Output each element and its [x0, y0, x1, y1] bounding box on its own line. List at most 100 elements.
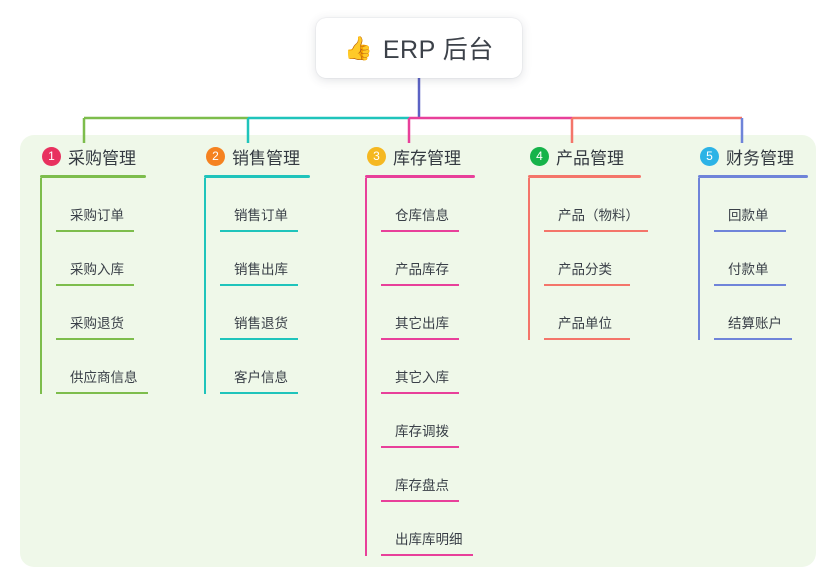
- column-header-财务管理[interactable]: 5 财务管理: [698, 143, 808, 169]
- column-title: 库存管理: [393, 148, 461, 168]
- list-item[interactable]: 产品单位: [544, 286, 641, 340]
- column-采购管理: 1 采购管理采购订单采购入库采购退货供应商信息: [40, 143, 148, 394]
- column-title: 产品管理: [556, 148, 624, 168]
- list-item-label: 采购退货: [70, 316, 124, 331]
- column-items: 销售订单销售出库销售退货客户信息: [204, 178, 310, 394]
- column-header-采购管理[interactable]: 1 采购管理: [40, 143, 146, 169]
- column-badge-icon: 1: [42, 146, 61, 166]
- list-item[interactable]: 付款单: [714, 232, 808, 286]
- column-header-库存管理[interactable]: 3 库存管理: [365, 143, 475, 169]
- list-item[interactable]: 销售出库: [220, 232, 310, 286]
- list-item-underline: [381, 392, 459, 394]
- list-item[interactable]: 库存盘点: [381, 448, 475, 502]
- list-item-underline: [56, 284, 134, 286]
- list-item-underline: [220, 338, 298, 340]
- column-产品管理: 4 产品管理产品（物料） 产品分类产品单位: [528, 143, 648, 340]
- list-item-label: 产品（物料）: [558, 208, 639, 223]
- list-item-underline: [381, 230, 459, 232]
- list-item[interactable]: 其它出库: [381, 286, 475, 340]
- list-item[interactable]: 出库库明细: [381, 502, 475, 556]
- list-item[interactable]: 产品分类: [544, 232, 641, 286]
- list-item[interactable]: 产品库存: [381, 232, 475, 286]
- column-title: 销售管理: [232, 148, 300, 168]
- item-spine: [204, 178, 206, 394]
- column-badge-icon: 5: [700, 146, 719, 166]
- column-财务管理: 5 财务管理回款单付款单结算账户: [698, 143, 808, 340]
- list-item-label: 采购入库: [70, 262, 124, 277]
- list-item-label: 其它入库: [395, 370, 449, 385]
- column-underline: [204, 175, 310, 178]
- list-item[interactable]: 结算账户: [714, 286, 808, 340]
- list-item[interactable]: 销售退货: [220, 286, 310, 340]
- list-item-underline: [56, 230, 134, 232]
- list-item-label: 销售退货: [234, 316, 288, 331]
- list-item-label: 销售出库: [234, 262, 288, 277]
- list-item-label: 产品单位: [558, 316, 612, 331]
- column-header-产品管理[interactable]: 4 产品管理: [528, 143, 641, 169]
- item-spine: [698, 178, 700, 340]
- item-spine: [365, 178, 367, 556]
- list-item[interactable]: 供应商信息: [56, 340, 148, 394]
- list-item-underline: [544, 230, 648, 232]
- list-item-label: 仓库信息: [395, 208, 449, 223]
- list-item-underline: [381, 446, 459, 448]
- list-item[interactable]: 仓库信息: [381, 178, 475, 232]
- list-item-label: 采购订单: [70, 208, 124, 223]
- list-item-label: 回款单: [728, 208, 769, 223]
- column-库存管理: 3 库存管理仓库信息产品库存其它出库其它入库库存调拨库存盘点出库库明细: [365, 143, 475, 556]
- column-badge-icon: 2: [206, 146, 225, 166]
- column-badge-icon: 4: [530, 146, 549, 166]
- list-item[interactable]: 回款单: [714, 178, 808, 232]
- root-node-title: ERP 后台: [382, 36, 494, 64]
- column-underline: [365, 175, 475, 178]
- list-item-underline: [381, 338, 459, 340]
- column-header-销售管理[interactable]: 2 销售管理: [204, 143, 310, 169]
- column-items: 回款单付款单结算账户: [698, 178, 808, 340]
- list-item-underline: [220, 230, 298, 232]
- column-items: 产品（物料） 产品分类产品单位: [528, 178, 648, 340]
- list-item-label: 结算账户: [728, 316, 782, 331]
- column-badge-icon: 3: [367, 146, 386, 166]
- list-item-underline: [544, 284, 630, 286]
- list-item-label: 出库库明细: [395, 532, 463, 547]
- list-item-underline: [714, 338, 792, 340]
- column-items: 采购订单采购入库采购退货供应商信息: [40, 178, 148, 394]
- list-item[interactable]: 产品（物料）: [544, 178, 648, 232]
- list-item[interactable]: 采购入库: [56, 232, 146, 286]
- list-item-label: 库存调拨: [395, 424, 449, 439]
- background-panel: [20, 135, 816, 567]
- column-title: 采购管理: [68, 148, 136, 168]
- list-item-label: 产品分类: [558, 262, 612, 277]
- root-node-erp-backend[interactable]: 👍 ERP 后台: [316, 18, 522, 78]
- column-underline: [40, 175, 146, 178]
- list-item-label: 产品库存: [395, 262, 449, 277]
- list-item-underline: [56, 392, 148, 394]
- list-item-underline: [714, 284, 786, 286]
- column-underline: [528, 175, 641, 178]
- item-spine: [528, 178, 530, 340]
- list-item[interactable]: 其它入库: [381, 340, 475, 394]
- list-item[interactable]: 销售订单: [220, 178, 310, 232]
- list-item-underline: [381, 500, 459, 502]
- list-item-label: 其它出库: [395, 316, 449, 331]
- list-item[interactable]: 采购订单: [56, 178, 146, 232]
- column-underline: [698, 175, 808, 178]
- item-spine: [40, 178, 42, 394]
- list-item-label: 付款单: [728, 262, 769, 277]
- column-items: 仓库信息产品库存其它出库其它入库库存调拨库存盘点出库库明细: [365, 178, 475, 556]
- list-item-underline: [381, 554, 473, 556]
- list-item[interactable]: 采购退货: [56, 286, 146, 340]
- list-item[interactable]: 库存调拨: [381, 394, 475, 448]
- list-item-underline: [544, 338, 630, 340]
- list-item[interactable]: 客户信息: [220, 340, 310, 394]
- column-销售管理: 2 销售管理销售订单销售出库销售退货客户信息: [204, 143, 310, 394]
- list-item-label: 库存盘点: [395, 478, 449, 493]
- list-item-label: 供应商信息: [70, 370, 138, 385]
- list-item-label: 销售订单: [234, 208, 288, 223]
- list-item-underline: [714, 230, 786, 232]
- column-title: 财务管理: [726, 148, 794, 168]
- list-item-underline: [381, 284, 459, 286]
- list-item-underline: [220, 392, 298, 394]
